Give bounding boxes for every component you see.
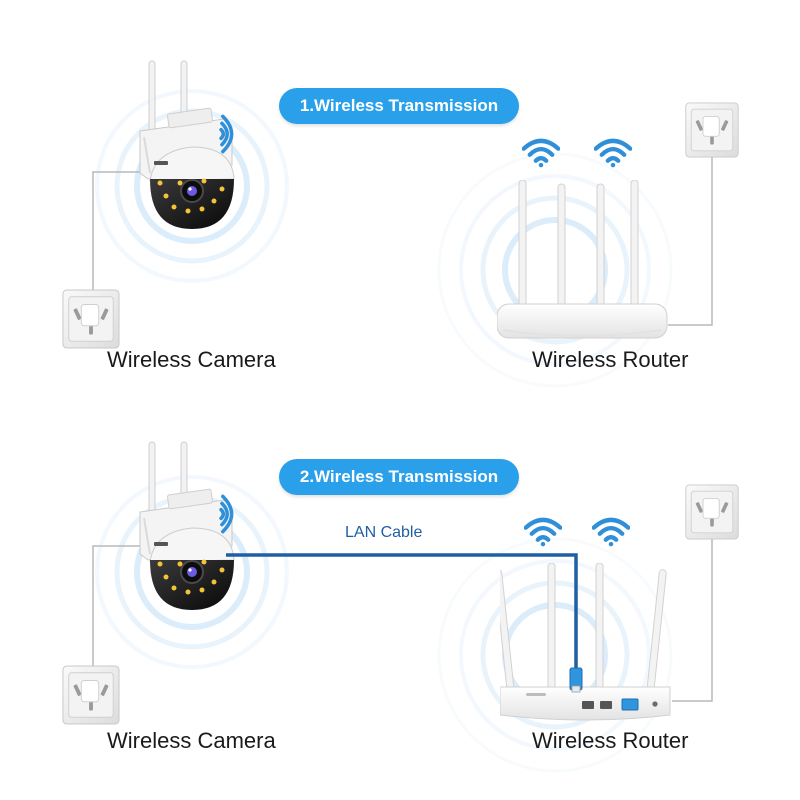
router-power-wire <box>672 530 713 702</box>
top-section-graphics <box>62 59 739 388</box>
lan-cable-label: LAN Cable <box>345 524 423 541</box>
camera-icon <box>138 440 236 612</box>
camera-caption-bottom: Wireless Camera <box>107 728 276 753</box>
router-caption-top: Wireless Router <box>532 347 689 372</box>
power-outlet-icon <box>62 289 120 349</box>
bottom-section-graphics <box>62 440 739 773</box>
camera-power-wire <box>92 171 148 292</box>
wireless-transmission-badge-2: 2.Wireless Transmission <box>279 459 519 495</box>
camera-power-wire <box>92 545 148 668</box>
router-power-wire <box>668 150 713 326</box>
power-outlet-icon <box>685 484 739 540</box>
lan-cable <box>226 553 578 680</box>
lan-plug-icon <box>569 667 583 693</box>
power-outlet-icon <box>62 665 120 725</box>
camera-caption-top: Wireless Camera <box>107 347 276 372</box>
power-outlet-icon <box>685 102 739 158</box>
camera-icon <box>138 59 236 231</box>
wifi-icon <box>594 520 629 546</box>
router-caption-bottom: Wireless Router <box>532 728 689 753</box>
wireless-transmission-badge-1: 1.Wireless Transmission <box>279 88 519 124</box>
